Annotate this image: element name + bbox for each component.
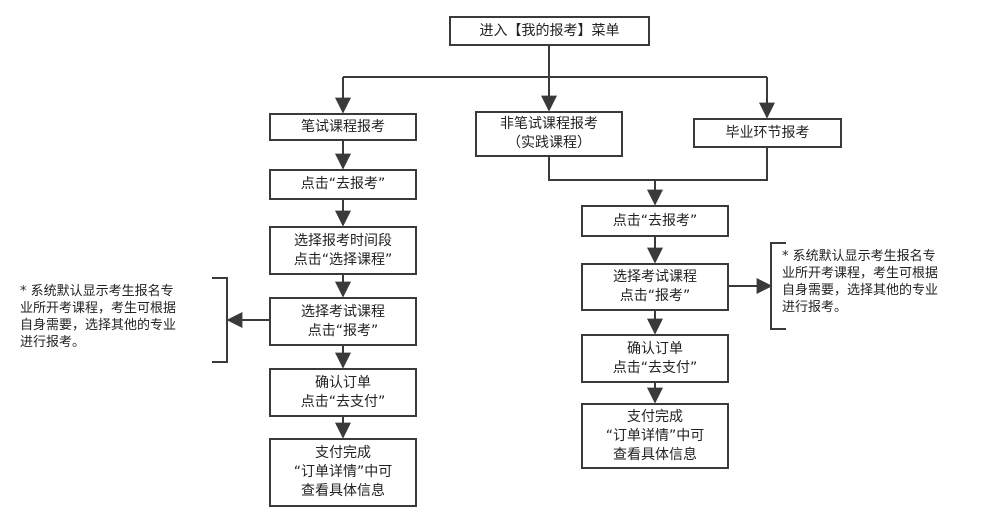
node-label: 点击“去支付” [300,393,386,410]
right-confirm-order-node: 确认订单 点击“去支付” [581,334,729,383]
note-line: 业所开考课程，考生可根据 [782,266,939,281]
node-label: 笔试课程报考 [301,118,385,135]
note-line: 自身需要，选择其他的专业 [782,283,939,298]
note-line: * 系统默认显示考生报名专 [782,249,936,264]
node-label: 点击“去报考” [300,176,386,192]
written-exam-node: 笔试课程报考 [269,113,417,141]
node-label: 点击“选择课程” [293,251,393,268]
node-label: 点击“去支付” [612,359,698,376]
node-label: 非笔试课程报考 [500,116,598,132]
left-note: * 系统默认显示考生报名专 业所开考课程，考生可根据 自身需要，选择其他的专业 … [20,283,210,351]
note-line: 业所开考课程，考生可根据 [20,301,177,316]
right-note: * 系统默认显示考生报名专 业所开考课程，考生可根据 自身需要，选择其他的专业 … [782,248,982,316]
left-confirm-order-node: 确认订单 点击“去支付” [269,368,417,417]
node-label: 查看具体信息 [613,446,697,463]
node-label: 支付完成 [627,408,683,425]
left-payment-done-node: 支付完成 “订单详情”中可 查看具体信息 [269,438,417,507]
node-label: 进入【我的报考】菜单 [479,22,620,39]
node-label: “订单详情”中可 [605,427,705,444]
left-note-bracket [212,277,228,363]
left-select-time-node: 选择报考时间段 点击“选择课程” [269,226,417,275]
node-label: 毕业环节报考 [725,124,810,141]
node-label: 点击“去报考” [612,212,698,229]
node-label: 点击“报考” [307,322,379,339]
connector-practice-down [548,156,655,181]
right-note-bracket [770,242,786,330]
right-payment-done-node: 支付完成 “订单详情”中可 查看具体信息 [581,403,729,469]
node-label: （实践课程） [507,135,591,151]
practice-exam-node: 非笔试课程报考 （实践课程） [475,111,623,157]
node-label: 选择报考时间段 [294,232,392,249]
node-label: 选择考试课程 [613,269,697,285]
right-click-register-node: 点击“去报考” [581,205,729,237]
node-label: 支付完成 [315,445,371,461]
left-select-course-node: 选择考试课程 点击“报考” [269,297,417,346]
note-line: * 系统默认显示考生报名专 [20,284,174,299]
node-label: 确认订单 [315,374,371,391]
enter-menu-node: 进入【我的报考】菜单 [449,16,650,46]
right-select-course-node: 选择考试课程 点击“报考” [581,263,729,311]
node-label: 选择考试课程 [301,303,385,320]
left-click-register-node: 点击“去报考” [269,169,417,200]
note-line: 进行报考。 [20,335,86,350]
note-line: 自身需要，选择其他的专业 [20,318,177,333]
connector-graduation-down [655,147,768,181]
node-label: 点击“报考” [619,288,691,304]
node-label: 确认订单 [627,340,683,357]
note-line: 进行报考。 [782,300,848,315]
graduation-node: 毕业环节报考 [693,118,842,148]
node-label: “订单详情”中可 [293,464,393,480]
node-label: 查看具体信息 [301,483,385,499]
